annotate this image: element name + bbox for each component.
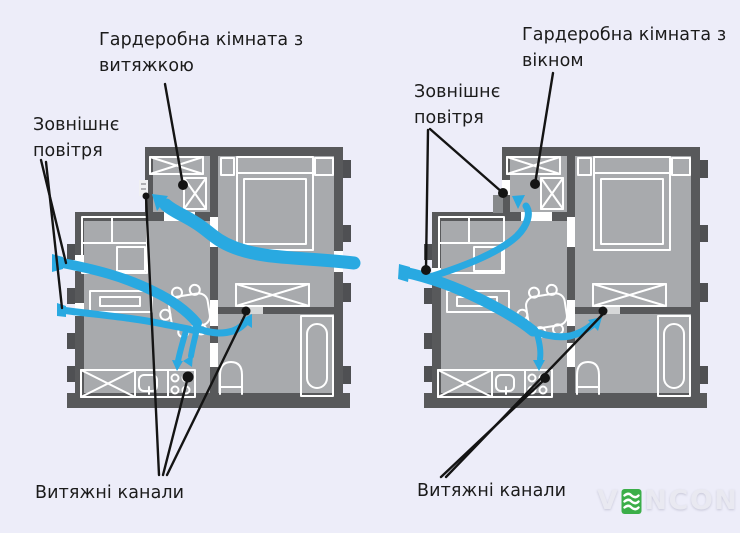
label-exhaust-channels-left: Витяжні канали bbox=[35, 480, 184, 506]
label-line: Витяжні канали bbox=[417, 481, 567, 501]
label-exhaust-channels-right: Витяжні канали bbox=[417, 478, 566, 504]
label-outside-air-left: Зовнішнє повітря bbox=[33, 112, 119, 164]
arrow-to-bathroom-vent bbox=[240, 314, 252, 328]
vencon-logo: V NCON bbox=[597, 487, 738, 515]
wardrobe-window-ledge bbox=[493, 195, 503, 213]
logo-text-v: V bbox=[597, 485, 620, 516]
label-line: повітря bbox=[414, 108, 484, 128]
airflow-right bbox=[398, 195, 602, 371]
floor-plan-right bbox=[423, 146, 709, 409]
arrow-to-kitchen bbox=[533, 360, 545, 371]
annotation-lines-right bbox=[421, 71, 608, 479]
label-line: витяжкою bbox=[99, 56, 194, 76]
arrow-into-window bbox=[512, 195, 525, 209]
label-wardrobe-window: Гардеробна кімната з вікном bbox=[522, 22, 726, 74]
arrow-into-exhaust-valve bbox=[152, 194, 168, 211]
wardrobe-exhaust-valve-icon bbox=[139, 180, 148, 196]
label-outside-air-right: Зовнішнє повітря bbox=[414, 79, 500, 131]
label-line: Гардеробна кімната з bbox=[99, 30, 304, 50]
wardrobe-window-gap bbox=[502, 180, 510, 195]
arrow-to-kitchen-2 bbox=[183, 355, 193, 367]
arrow-to-kitchen-1 bbox=[172, 360, 183, 371]
label-line: Витяжні канали bbox=[35, 483, 185, 503]
label-line: вікном bbox=[522, 51, 584, 71]
label-line: повітря bbox=[33, 141, 103, 161]
label-line: Зовнішнє bbox=[33, 115, 120, 135]
annotation-lines-left bbox=[39, 82, 251, 477]
label-line: Гардеробна кімната з bbox=[522, 25, 727, 45]
green-wave-icon bbox=[621, 488, 642, 514]
label-wardrobe-exhaust: Гардеробна кімната з витяжкою bbox=[99, 27, 303, 79]
logo-text-ncon: NCON bbox=[644, 485, 739, 516]
label-line: Зовнішнє bbox=[414, 82, 501, 102]
